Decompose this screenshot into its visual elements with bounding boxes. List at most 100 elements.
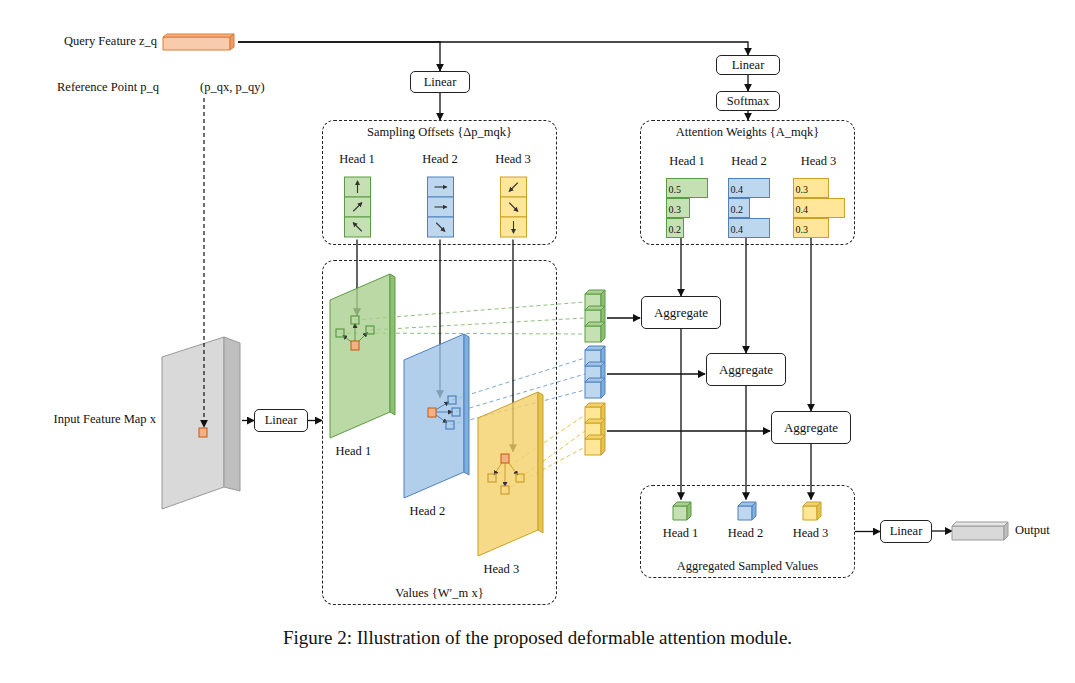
- flow-arrow: [242, 420, 254, 421]
- node-text: 0.4: [794, 204, 809, 215]
- sample-point: [452, 408, 460, 416]
- node-text: Softmax: [727, 94, 769, 109]
- value-map-drawing: [476, 390, 544, 580]
- flow-arrow: [932, 530, 952, 531]
- map-side: [390, 274, 395, 415]
- flow-arrow: [810, 444, 811, 500]
- value-map-drawing: [328, 272, 396, 462]
- sample-point: [516, 474, 524, 482]
- flow-arrow: [680, 329, 681, 500]
- weight-bar: 0.2: [666, 218, 685, 238]
- offset-cell: [427, 197, 453, 217]
- weight-bar: 0.2: [728, 198, 750, 218]
- weight-bar: 0.3: [793, 218, 829, 238]
- query-bar: [163, 34, 238, 50]
- node-text: Aggregated Sampled Values: [641, 559, 854, 574]
- reference-square: [501, 454, 509, 463]
- process-box: Linear: [254, 409, 308, 432]
- weight-column: Head 30.30.40.3: [788, 152, 850, 240]
- weight-column: Head 20.40.20.4: [722, 152, 777, 240]
- bar-front: [163, 37, 230, 50]
- offset-arrow: [356, 181, 357, 193]
- process-box: Aggregate: [771, 411, 851, 444]
- map-side: [464, 334, 469, 475]
- map-side: [538, 392, 543, 533]
- node-text: Head 3: [484, 562, 520, 577]
- process-box: Aggregate: [641, 296, 721, 329]
- sample-point: [446, 421, 454, 429]
- node-text: 0.2: [729, 204, 744, 215]
- offset-arrow: [353, 202, 361, 210]
- value-map: Head 1: [328, 272, 396, 462]
- flow-arrow: [810, 238, 811, 412]
- node-text: 0.2: [667, 224, 682, 235]
- node-text: Head 2: [716, 154, 783, 169]
- weight-bar: 0.5: [666, 178, 708, 198]
- weight-bar: 0.3: [666, 198, 690, 218]
- feature-map: Input Feature Map x: [160, 335, 242, 511]
- flow-arrow: [747, 75, 748, 91]
- node-text: Output: [1015, 523, 1050, 538]
- flow-arrow: [745, 386, 746, 500]
- node-text: 0.3: [794, 184, 809, 195]
- figure-caption: Figure 2: Illustration of the proposed d…: [0, 627, 1075, 650]
- node-text: Sampling Offsets {Δp_mqk}: [323, 125, 556, 140]
- flow-arrow: [855, 531, 880, 532]
- bar-side: [1004, 522, 1008, 540]
- sample-point: [501, 486, 509, 494]
- feature-map-drawing: [160, 335, 242, 511]
- node-text: 0.4: [729, 224, 744, 235]
- offset-cell: [344, 197, 370, 217]
- cube-side: [817, 502, 821, 520]
- cube-front: [738, 506, 752, 520]
- offset-cell: [500, 177, 526, 197]
- offset-cell: [500, 217, 526, 237]
- offset-arrow: [353, 222, 361, 230]
- annotation-label: Reference Point p_q: [57, 80, 159, 95]
- sample-point: [336, 329, 344, 337]
- flow-arrow: [238, 42, 440, 71]
- cube-side: [752, 502, 756, 520]
- process-box: Softmax: [716, 91, 780, 111]
- offset-cell: [500, 197, 526, 217]
- process-box: Aggregate: [706, 353, 786, 386]
- query-feature: Query Feature z_q: [163, 34, 238, 50]
- cube-side: [687, 502, 691, 520]
- node-text: 0.4: [729, 184, 744, 195]
- node-text: Head 1: [336, 444, 372, 459]
- bar-front: [952, 526, 1004, 540]
- annotation-label: (p_qx, p_qy): [200, 80, 265, 95]
- process-box: Linear: [880, 520, 932, 543]
- value-map: Head 3: [476, 390, 544, 580]
- bar-side: [230, 34, 234, 50]
- flow-arrow: [680, 238, 681, 297]
- node-text: Linear: [265, 413, 298, 428]
- sample-point: [351, 316, 359, 324]
- node-text: Aggregate: [654, 305, 708, 321]
- node-text: Linear: [890, 524, 923, 539]
- offset-arrow: [434, 186, 446, 187]
- output-feature: Output: [952, 522, 1008, 540]
- cube-front: [673, 506, 687, 520]
- process-box: Linear: [716, 55, 780, 75]
- sampled-value-stacks: [585, 290, 605, 455]
- node-text: Linear: [424, 75, 457, 90]
- dashed-group: Values {W′_m x}Head 1Head 2Head 3: [322, 260, 557, 605]
- offset-cell: [344, 177, 370, 197]
- node-text: Attention Weights {A_mqk}: [641, 125, 854, 140]
- flow-arrow: [745, 238, 746, 354]
- reference-pointer: [203, 98, 204, 427]
- weight-bar: 0.4: [728, 218, 770, 238]
- offset-cell: [344, 217, 370, 237]
- map-face: [330, 274, 390, 438]
- value-map: Head 2: [402, 332, 470, 522]
- sample-point: [448, 396, 456, 404]
- reference-square: [199, 428, 207, 437]
- node-text: Query Feature z_q: [64, 34, 157, 49]
- node-text: 0.3: [667, 204, 682, 215]
- sample-point: [488, 474, 496, 482]
- offset-cell: [427, 217, 453, 237]
